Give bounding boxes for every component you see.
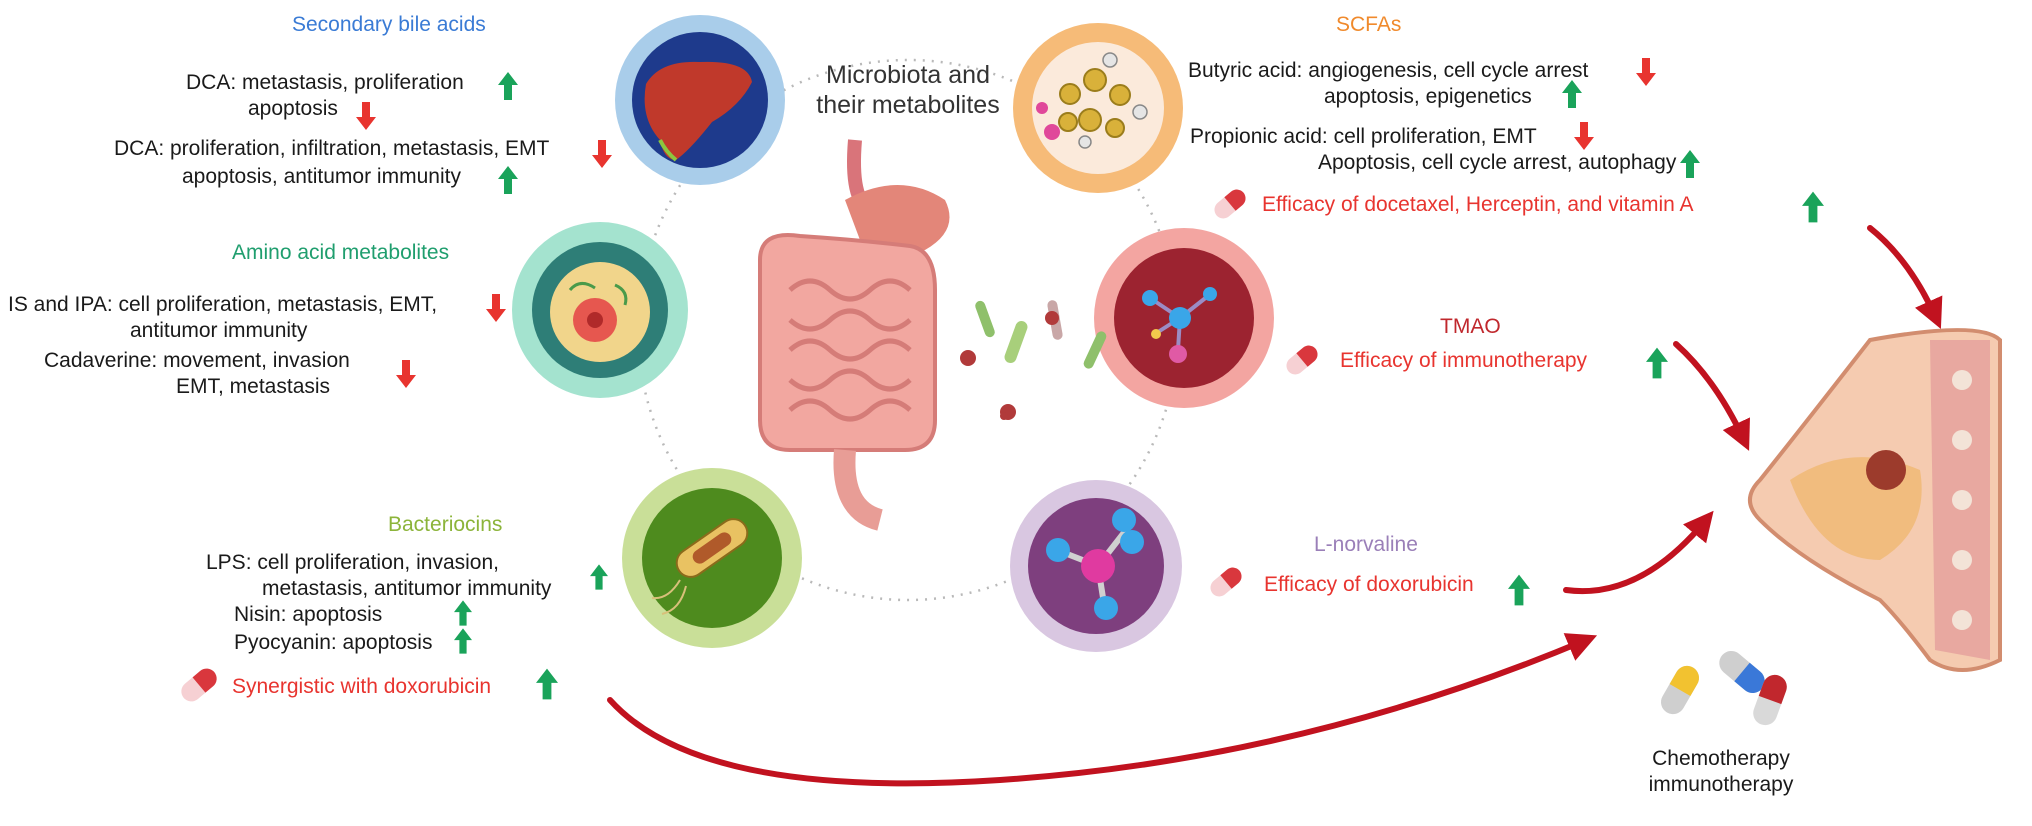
amino-title: Amino acid metabolites <box>232 241 450 264</box>
norvaline-efficacy: Efficacy of doxorubicin <box>1264 573 1474 596</box>
up-arrow-icon <box>1680 150 1700 178</box>
tmao-title: TMAO <box>1440 315 1501 338</box>
down-arrow-icon <box>1574 122 1594 150</box>
down-arrow-icon <box>396 360 416 388</box>
breast-icon <box>1748 328 2002 672</box>
norvaline-title: L-norvaline <box>1314 533 1418 556</box>
bacteriocins-line-1: LPS: cell proliferation, invasion, <box>206 551 499 574</box>
down-arrow-icon <box>592 140 612 168</box>
molecule-icon <box>1094 228 1274 408</box>
up-arrow-icon <box>498 166 518 194</box>
molecule-icon <box>1013 23 1183 193</box>
scfa-line-2: apoptosis, epigenetics <box>1324 85 1532 108</box>
bile-line-2: apoptosis <box>248 97 338 120</box>
amino-line-3: Cadaverine: movement, invasion <box>44 349 350 372</box>
up-arrow-icon <box>590 564 608 590</box>
cell-icon <box>512 222 688 398</box>
capsule-icon <box>1210 185 1250 223</box>
scfa-efficacy: Efficacy of docetaxel, Herceptin, and vi… <box>1262 193 1694 216</box>
bile-line-4: apoptosis, antitumor immunity <box>182 165 461 188</box>
bacteriocins-line-3: Nisin: apoptosis <box>234 603 383 626</box>
capsule-icon <box>1206 563 1246 601</box>
scfa-title: SCFAs <box>1336 13 1402 36</box>
up-arrow-icon <box>536 668 558 700</box>
intestine-icon <box>758 139 950 531</box>
amino-line-4: EMT, metastasis <box>176 375 331 398</box>
bacteriocins-title: Bacteriocins <box>388 513 503 536</box>
bacteriocins-efficacy: Synergistic with doxorubicin <box>232 675 492 698</box>
tmao-efficacy: Efficacy of immunotherapy <box>1340 349 1588 372</box>
molecule-icon <box>1010 480 1182 652</box>
down-arrow-icon <box>486 294 506 322</box>
up-arrow-icon <box>1562 80 1582 108</box>
liver-icon <box>615 15 785 185</box>
capsule-icon <box>1282 341 1322 379</box>
bile-title: Secondary bile acids <box>292 13 486 36</box>
bacteriocins-line-4: Pyocyanin: apoptosis <box>234 631 433 654</box>
up-arrow-icon <box>454 600 472 626</box>
bile-line-3: DCA: proliferation, infiltration, metast… <box>114 137 550 160</box>
up-arrow-icon <box>1802 191 1824 223</box>
arrow-bacteriocins <box>607 633 1598 787</box>
bacteriocins-line-2: metastasis, antitumor immunity <box>262 577 552 600</box>
up-arrow-icon <box>454 628 472 654</box>
down-arrow-icon <box>1636 58 1656 86</box>
bacterium-icon <box>622 468 802 648</box>
up-arrow-icon <box>498 72 518 100</box>
arrow-scfa <box>1867 225 1943 329</box>
bacteria-icon <box>960 300 1107 420</box>
arrow-norvaline <box>1563 510 1714 595</box>
scfa-line-4: Apoptosis, cell cycle arrest, autophagy <box>1318 151 1677 174</box>
amino-line-2: antitumor immunity <box>130 319 308 342</box>
capsule-icon <box>1661 651 1787 726</box>
capsule-icon <box>177 664 221 706</box>
center-title: Microbiota and their metabolites <box>816 61 1000 119</box>
down-arrow-icon <box>356 102 376 130</box>
up-arrow-icon <box>1646 347 1668 379</box>
scfa-line-1: Butyric acid: angiogenesis, cell cycle a… <box>1188 59 1589 82</box>
therapy-label: Chemotherapy immunotherapy <box>1648 747 1794 796</box>
amino-line-1: IS and IPA: cell proliferation, metastas… <box>8 293 438 316</box>
arrow-tmao <box>1673 341 1750 451</box>
scfa-line-3: Propionic acid: cell proliferation, EMT <box>1190 125 1537 148</box>
up-arrow-icon <box>1508 574 1530 606</box>
bile-line-1: DCA: metastasis, proliferation <box>186 71 464 94</box>
